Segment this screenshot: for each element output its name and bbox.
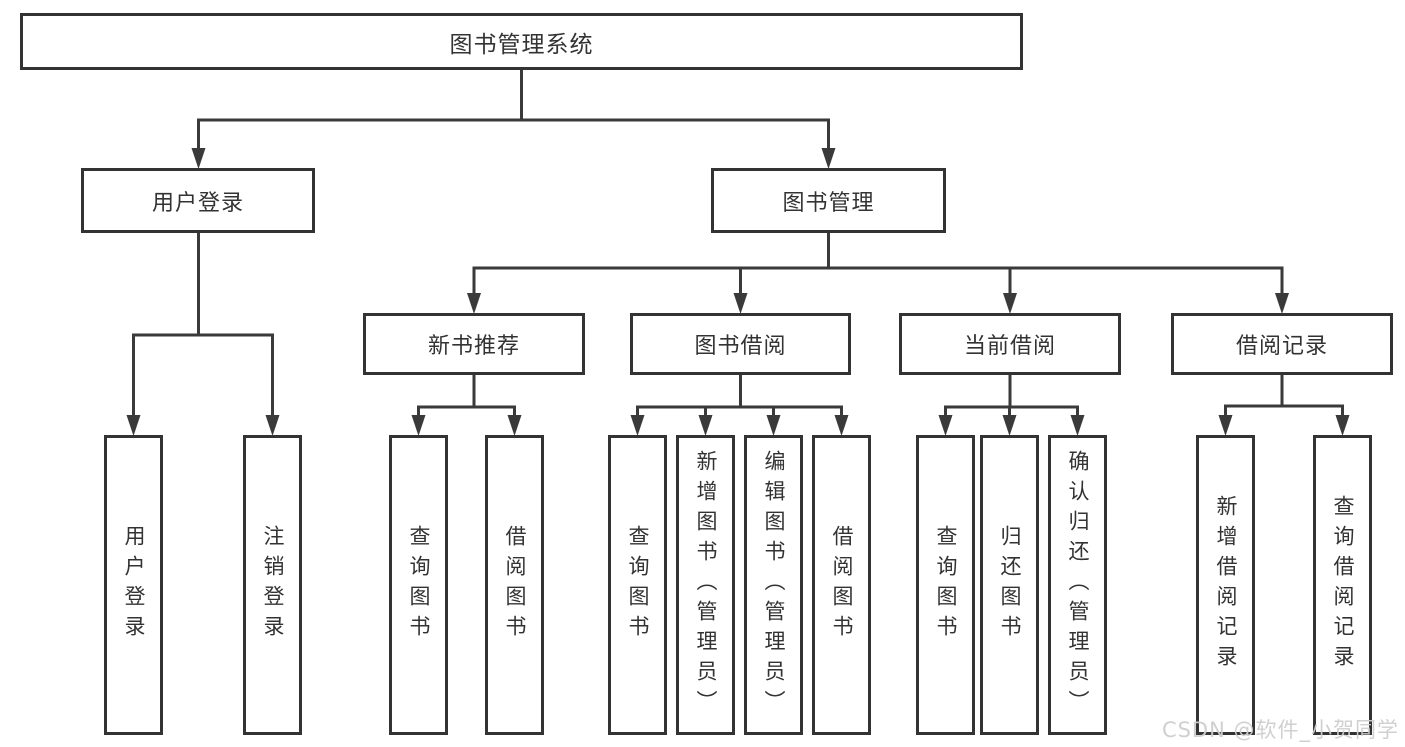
leaf-borrow-books-recommend: 借阅图书 [485,435,544,735]
leaf-edit-books-admin: 编辑图书（管理员） [744,435,803,735]
leaf-logout: 注销登录 [243,435,302,735]
leaf-add-books-admin: 新增图书（管理员） [676,435,735,735]
leaf-user-login: 用户登录 [104,435,163,735]
node-new-book-recommend: 新书推荐 [363,313,585,375]
node-current-borrow: 当前借阅 [899,313,1121,375]
leaf-borrow-books: 借阅图书 [812,435,871,735]
leaf-query-books-current: 查询图书 [916,435,975,735]
leaf-confirm-return-admin: 确认归还（管理员） [1048,435,1107,735]
node-library-management-system: 图书管理系统 [20,13,1023,70]
leaf-query-books-borrow: 查询图书 [608,435,667,735]
node-book-borrow: 图书借阅 [630,313,851,375]
node-borrow-records: 借阅记录 [1171,313,1393,375]
leaf-query-borrow-record: 查询借阅记录 [1313,435,1372,735]
leaf-query-books-recommend: 查询图书 [389,435,448,735]
leaf-add-borrow-record: 新增借阅记录 [1196,435,1255,735]
leaf-return-books: 归还图书 [980,435,1039,735]
csdn-watermark: CSDN @软件_小贺同学 [1161,718,1399,742]
node-book-management: 图书管理 [711,168,946,233]
node-user-login: 用户登录 [81,168,315,233]
